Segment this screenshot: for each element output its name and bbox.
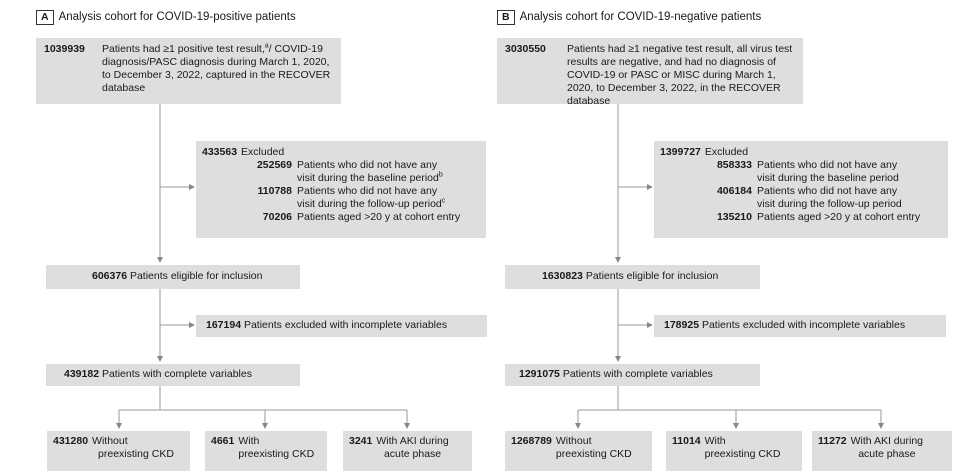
panel-a-top-box: 1039939 Patients had ≥1 positive test re…	[36, 38, 341, 104]
panel-b-eligible-number: 1630823	[542, 270, 583, 282]
panel-b-title-text: Analysis cohort for COVID-19-negative pa…	[519, 11, 762, 23]
panel-a-eligible-number: 606376	[92, 270, 128, 282]
panel-a-eligible-text: Patients eligible for inclusion	[129, 270, 263, 282]
panel-b-top-text: Patients had ≥1 negative test result, al…	[567, 43, 793, 107]
panel-a-excluded-number: 433563	[202, 146, 238, 158]
panel-a-incomplete-box: 167194 Patients excluded with incomplete…	[196, 315, 487, 337]
panel-a-title: A Analysis cohort for COVID-19-positive p…	[36, 9, 296, 25]
panel-a-top-number: 1039939	[44, 43, 85, 55]
panel-a-complete-text: Patients with complete variables	[101, 368, 252, 380]
panel-b-complete-box: 1291075 Patients with complete variables	[505, 364, 760, 386]
panel-b-excluded-box: 1399727 Excluded 858333 Patients who did…	[654, 141, 948, 238]
panel-b-eligible-box: 1630823 Patients eligible for inclusion	[505, 265, 760, 289]
panel-a-incomplete-text: Patients excluded with incomplete variab…	[243, 319, 448, 331]
panel-b-letter: B	[497, 10, 515, 25]
panel-a-title-text: Analysis cohort for COVID-19-positive pa…	[58, 11, 296, 23]
panel-b-incomplete-box: 178925 Patients excluded with incomplete…	[654, 315, 946, 337]
panel-b-excluded-item: 135210 Patients aged >20 y at cohort ent…	[716, 211, 921, 223]
panel-b-excluded-label: Excluded	[704, 146, 749, 158]
panel-b-incomplete-number: 178925	[664, 319, 700, 331]
panel-b-eligible-text: Patients eligible for inclusion	[585, 270, 719, 282]
panel-b-excluded-number: 1399727	[660, 146, 701, 158]
panel-a-excluded-label: Excluded	[241, 146, 285, 158]
panel-b-complete-number: 1291075	[519, 368, 560, 380]
panel-a-complete-box: 439182 Patients with complete variables	[46, 364, 300, 386]
panel-a-letter: A	[36, 10, 54, 25]
panel-a-eligible-box: 606376 Patients eligible for inclusion	[46, 265, 300, 289]
panel-b-complete-text: Patients with complete variables	[562, 368, 713, 380]
panel-a-complete-number: 439182	[64, 368, 100, 380]
panel-a-incomplete-number: 167194	[206, 319, 242, 331]
panel-b-title: B Analysis cohort for COVID-19-negative p…	[497, 9, 761, 25]
panel-b-top-box: 3030550 Patients had ≥1 negative test re…	[497, 38, 803, 107]
panel-a-top-text: Patients had ≥1 positive test result,a/ …	[102, 42, 331, 95]
panel-a-excluded-box: 433563 Excluded 252569 Patients who did …	[196, 141, 486, 238]
panel-b-incomplete-text: Patients excluded with incomplete variab…	[701, 319, 906, 331]
panel-a-excluded-item: 70206 Patients aged >20 y at cohort entr…	[262, 211, 461, 223]
panel-b-top-number: 3030550	[505, 43, 546, 55]
